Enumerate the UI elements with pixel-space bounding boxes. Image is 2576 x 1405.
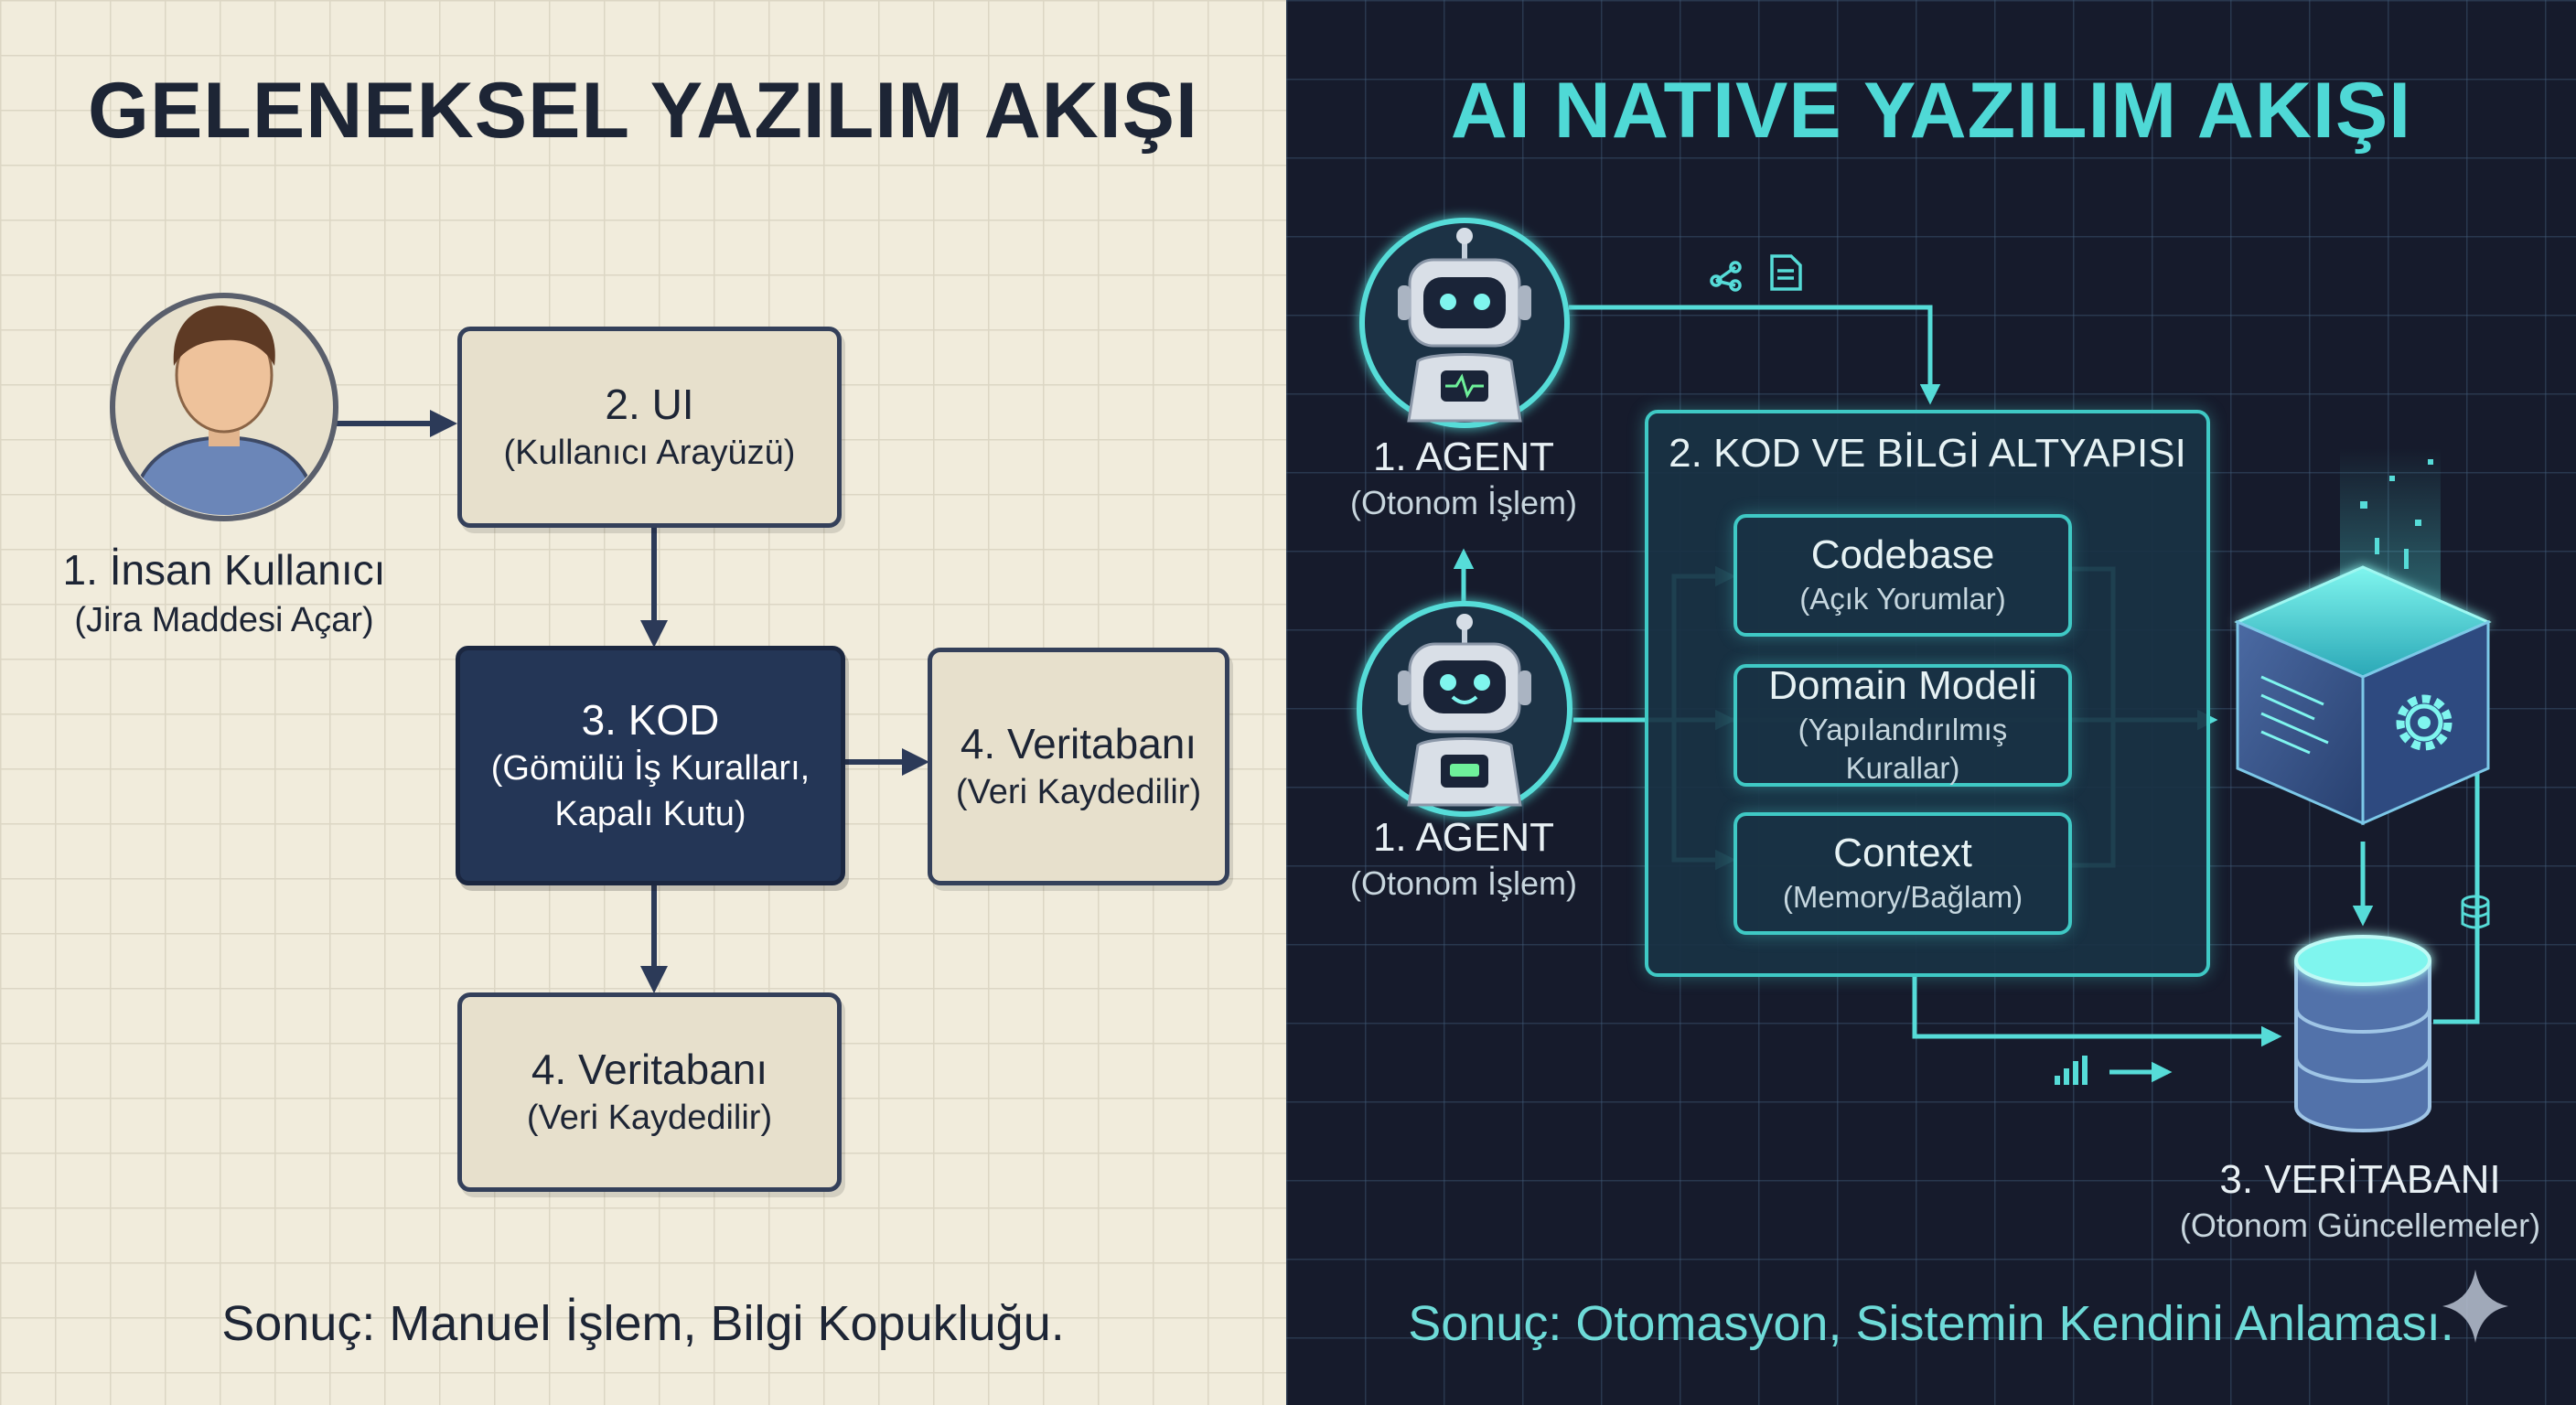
db-caption: 3. VERİTABANI (Otonom Güncellemeler) — [2159, 1154, 2561, 1248]
db-side-label: 4. Veritabanı — [960, 719, 1197, 767]
robot-icon — [1359, 218, 1570, 428]
share-icon — [1710, 261, 1742, 292]
agent-bottom-sublabel: (Otonom İşlem) — [1349, 864, 1578, 902]
left-title: GELENEKSEL YAZILIM AKIŞI — [88, 67, 1198, 155]
ui-sublabel: (Kullanıcı Arayüzü) — [503, 434, 796, 473]
infra-item-domain-model: Domain Modeli (Yapılandırılmış Kurallar) — [1733, 662, 2072, 787]
user-sublabel: (Jira Maddesi Açar) — [74, 600, 374, 639]
db-sublabel: (Otonom Güncellemeler) — [2179, 1207, 2541, 1244]
infra-item-codebase: Codebase (Açık Yorumlar) — [1733, 514, 2072, 637]
left-result: Sonuç: Manuel İşlem, Bilgi Kopukluğu. — [221, 1296, 1065, 1351]
sparkle-icon — [2442, 1270, 2508, 1343]
infra-item-sublabel: (Memory/Bağlam) — [1782, 879, 2023, 914]
code-label: 3. KOD — [581, 695, 720, 744]
db-side-box: 4. Veritabanı (Veri Kaydedilir) — [928, 648, 1229, 885]
database-icon — [2461, 895, 2490, 929]
infra-item-sublabel: (Yapılandırılmış Kurallar) — [1798, 712, 2008, 786]
left-arrows — [337, 410, 929, 993]
infra-item-sublabel: (Açık Yorumlar) — [1799, 581, 2006, 616]
agent-top-label: 1. AGENT — [1372, 434, 1555, 479]
chart-icon — [2055, 1056, 2088, 1085]
agent-top-caption: 1. AGENT (Otonom İşlem) — [1317, 432, 1610, 525]
document-icon — [1770, 254, 1802, 291]
right-result: Sonuç: Otomasyon, Sistemin Kendini Anlam… — [1408, 1296, 2454, 1351]
robot-icon — [1357, 601, 1572, 817]
db-bottom-sublabel: (Veri Kaydedilir) — [526, 1099, 773, 1138]
agent-bottom-label: 1. AGENT — [1372, 815, 1555, 860]
right-title: AI NATIVE YAZILIM AKIŞI — [1450, 67, 2412, 155]
db-label: 3. VERİTABANI — [2219, 1157, 2501, 1202]
agent-bottom-caption: 1. AGENT (Otonom İşlem) — [1317, 812, 1610, 906]
infra-item-context: Context (Memory/Bağlam) — [1733, 812, 2072, 935]
infra-item-label: Codebase — [1810, 532, 1995, 578]
user-caption: 1. İnsan Kullanıcı (Jira Maddesi Açar) — [37, 543, 412, 643]
database-icon — [2294, 935, 2431, 1132]
code-sublabel-2: Kapalı Kutu) — [554, 794, 746, 833]
infra-title-text: 2. KOD VE BİLGİ ALTYAPISI — [1669, 431, 2186, 476]
db-side-sublabel: (Veri Kaydedilir) — [955, 773, 1202, 812]
server-cube-icon — [2234, 448, 2492, 826]
person-avatar-icon — [110, 293, 338, 521]
user-label: 1. İnsan Kullanıcı — [62, 546, 386, 594]
db-bottom-box: 4. Veritabanı (Veri Kaydedilir) — [457, 992, 842, 1192]
ui-label: 2. UI — [605, 380, 694, 428]
infra-title: 2. KOD VE BİLGİ ALTYAPISI — [1645, 430, 2210, 478]
gear-icon — [2396, 694, 2453, 751]
code-box: 3. KOD (Gömülü İş Kuralları, Kapalı Kutu… — [456, 646, 845, 885]
db-bottom-label: 4. Veritabanı — [531, 1045, 768, 1093]
infra-item-label: Context — [1833, 831, 1972, 876]
infra-item-label: Domain Modeli — [1768, 662, 2037, 708]
agent-top-sublabel: (Otonom İşlem) — [1349, 484, 1578, 521]
ui-box: 2. UI (Kullanıcı Arayüzü) — [457, 327, 842, 528]
code-sublabel-1: (Gömülü İş Kuralları, — [490, 749, 810, 788]
